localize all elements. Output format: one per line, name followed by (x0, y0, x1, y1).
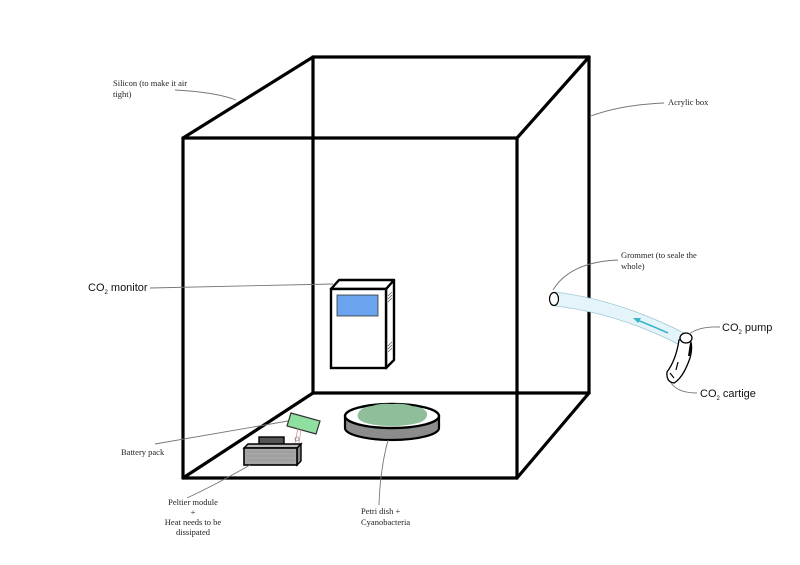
peltier-label-line1: Peltier module (168, 497, 218, 507)
co2-cartige-label: CO2 cartige (700, 388, 756, 402)
co2-monitor-label-suffix: monitor (108, 282, 148, 294)
co2-monitor-device-icon (329, 278, 396, 370)
co2-tube (554, 291, 687, 347)
peltier-leader-line (186, 464, 251, 499)
peltier-callout: Peltier module + Heat needs to be dissip… (165, 464, 251, 537)
battery-pack-leader-line (154, 420, 289, 445)
battery-wire-2 (298, 428, 302, 444)
battery-connector (294, 436, 300, 442)
co2-pump-callout: CO2 pump (688, 322, 772, 336)
petri-callout: Petri dish + Cyanobacteria (361, 439, 410, 527)
co2-monitor-label-sub: 2 (105, 290, 109, 296)
box-edge-top-left-depth (181, 55, 315, 140)
grommet-callout: Grommet (to seale the whole) (552, 250, 697, 291)
silicon-leader-line (174, 89, 237, 101)
co2-monitor-leader-line (149, 283, 334, 289)
silicon-label-line2: tight) (113, 89, 132, 99)
box-edge-bottom-right-depth (515, 391, 591, 480)
co2-monitor-label-prefix: CO (88, 282, 105, 294)
co2-cartige-callout: CO2 cartige (670, 382, 756, 402)
co2-cartridge-body (666, 335, 693, 384)
peltier-base (243, 447, 298, 466)
co2-pump-label-prefix: CO (722, 322, 739, 334)
peltier-texture (246, 451, 295, 461)
acrylic-box (181, 55, 591, 480)
co2-flow-arrowhead (633, 318, 641, 323)
silicon-callout: Silicon (to make it air tight) (113, 78, 237, 101)
battery-pack-label: Battery pack (121, 447, 165, 457)
co2-monitor-label: CO2 monitor (88, 282, 148, 296)
box-edge-bottom-left-depth (181, 391, 315, 480)
co2-pump-label-sub: 2 (739, 330, 743, 336)
cyanobacteria-colony (357, 403, 428, 426)
battery-pack-body (286, 412, 321, 435)
battery-pack-icon (286, 412, 321, 444)
co2-monitor-side (384, 278, 396, 370)
co2-pump-head (679, 332, 693, 344)
co2-pump-trigger (688, 342, 692, 357)
co2-cartridge-detail-2 (669, 372, 675, 379)
box-edge-top-right-depth (515, 55, 591, 140)
peltier-module-icon (242, 436, 303, 467)
grommet-label-line2: whole) (621, 261, 645, 271)
acrylic-box-leader-line (590, 102, 665, 117)
petri-dish-icon (343, 402, 441, 442)
acrylic-box-label: Acrylic box (668, 97, 709, 107)
co2-monitor-callout: CO2 monitor (88, 282, 334, 296)
petri-leader-line (378, 439, 389, 506)
silicon-label-line1: Silicon (to make it air (113, 78, 187, 88)
co2-monitor-screen (336, 294, 379, 317)
co2-cartige-leader-line (670, 382, 698, 394)
peltier-label-line3: Heat needs to be (165, 517, 222, 527)
grommet-ring-icon (548, 291, 560, 307)
co2-cartige-label-prefix: CO (700, 388, 717, 400)
co2-pump-leader-line (688, 326, 721, 335)
co2-cartige-label-sub: 2 (717, 396, 721, 402)
peltier-label-line2: + (191, 507, 196, 517)
peltier-label-line4: dissipated (176, 527, 211, 537)
co2-cartridge-detail (675, 361, 679, 371)
petri-label-line2: Cyanobacteria (361, 517, 410, 527)
petri-label-line1: Petri dish + (361, 506, 400, 516)
battery-pack-callout: Battery pack (121, 420, 289, 457)
co2-cartige-label-suffix: cartige (720, 388, 756, 400)
co2-monitor-top (329, 278, 396, 291)
co2-pump-label: CO2 pump (722, 322, 772, 336)
co2-monitor-vents (387, 291, 393, 353)
acrylic-box-callout: Acrylic box (590, 97, 709, 117)
co2-tube-body (554, 291, 687, 347)
co2-pump-icon (666, 332, 693, 384)
grommet-leader-line (552, 259, 619, 291)
grommet-label-line1: Grommet (to seale the (621, 250, 697, 260)
co2-pump-label-suffix: pump (742, 322, 773, 334)
